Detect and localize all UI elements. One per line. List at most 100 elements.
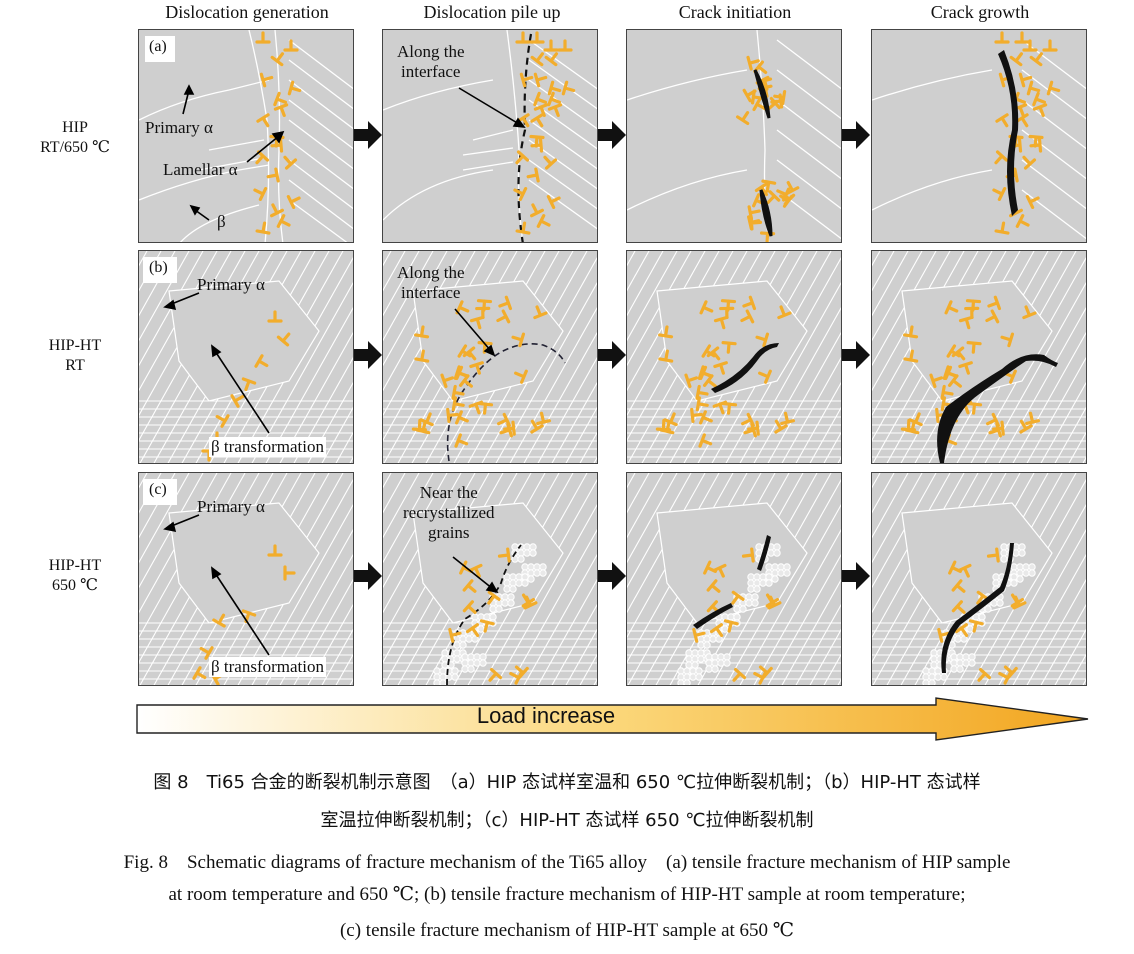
label-primary-alpha-c: Primary α [197,497,265,516]
panel-letter-b: (b) [149,259,168,276]
dislocation-symbol [497,547,511,563]
dislocation-symbol [230,394,245,408]
label-along-interface-a: Along the interface [397,42,465,81]
stage-title-growth: Crack growth [930,2,1030,22]
dislocation-symbol [658,349,674,363]
label-beta-transformation-b: β transformation [209,437,326,457]
dislocation-symbol [267,544,283,557]
dislocation-symbol [469,315,485,330]
dislocation-symbol [479,619,495,633]
dislocation-symbol [515,221,531,235]
stage-title-initiation: Crack initiation [678,2,792,22]
dislocation-symbol [462,600,477,614]
label-beta-transformation-c: β transformation [209,657,326,677]
dislocation-symbol [526,167,540,183]
dislocation-symbol [488,667,503,682]
dislocation-symbol [241,377,257,392]
dislocation-symbol [994,150,1009,165]
dislocation-symbol [476,299,493,312]
dislocation-symbol [529,31,545,44]
dislocation-symbol [1026,80,1041,96]
dislocation-symbol [487,590,501,605]
label-beta: β [217,212,226,231]
dislocation-symbol [968,619,984,633]
dislocation-symbol [965,299,982,312]
dislocation-symbol [721,341,737,354]
dislocation-symbol [253,187,268,201]
dislocation-symbol [713,361,728,375]
dislocation-symbol [706,579,721,593]
dislocation-symbol [900,418,916,432]
dislocation-symbol [212,613,226,628]
dislocation-symbol [503,420,516,436]
dislocation-symbol [414,349,430,363]
dislocation-symbol [469,361,484,375]
dislocation-symbol [509,670,524,685]
dislocation-symbol [259,72,274,88]
dislocation-symbol [514,369,528,384]
dislocation-symbol [988,422,1002,438]
dislocation-symbol [254,354,269,368]
dislocation-symbol [908,412,923,427]
dislocation-symbol [530,419,544,434]
dislocation-symbol [536,214,551,228]
dislocation-symbol [414,325,430,339]
dislocation-symbol [533,91,548,107]
dislocation-symbol [766,96,781,111]
dislocation-symbol [543,39,559,52]
dislocation-symbol [944,365,959,381]
dislocation-symbol [720,299,737,312]
dislocation-symbol [465,623,480,638]
microstructure-a4 [872,31,1086,240]
dislocation-symbol [283,39,299,52]
dislocation-symbol [957,563,972,578]
dislocation-symbol [276,332,291,347]
dislocation-symbol [1022,39,1038,52]
dislocation-symbol [273,103,289,118]
caption-en-line1: Fig. 8 Schematic diagrams of fracture me… [123,852,1011,873]
dislocation-symbol [998,670,1013,685]
dislocation-symbol [765,593,780,608]
dislocation-symbol [446,407,459,423]
panel-c-initiation [626,472,842,686]
microstructure-c1 [139,473,353,685]
dislocation-symbol [543,155,558,170]
dislocation-symbol [283,565,296,581]
dislocation-symbol [987,295,1002,311]
microstructure-c2 [383,473,597,685]
dislocation-symbol [513,187,528,201]
dislocation-symbol [419,412,434,427]
dislocation-symbol [690,407,703,423]
dislocation-symbol [951,579,966,593]
dislocation-symbol [454,433,469,448]
dislocation-symbol [954,623,969,638]
crack-init-c-upper [757,535,771,571]
dislocation-cluster [253,31,302,235]
dislocation-symbol [521,593,536,608]
panel-c-generation: (c) Primary α β transformation [138,472,354,686]
dislocation-symbol [736,111,750,126]
panel-b-growth [871,250,1087,464]
dislocation-symbol [958,315,974,330]
dislocation-symbol [755,332,770,348]
stage-title-pileup: Dislocation pile up [423,2,561,22]
dislocation-symbol [977,667,992,682]
dislocation-symbol [533,72,548,88]
dislocation-symbol [752,97,767,112]
dislocation-symbol [1029,52,1044,67]
dislocation-symbol [499,422,513,438]
panel-letter-a: (a) [149,38,167,55]
label-primary-alpha-b: Primary α [197,275,265,294]
dislocation-symbol [192,666,207,680]
stage-arrow-b2 [598,341,626,369]
dislocation-symbol [777,305,792,320]
dislocation-symbol [903,325,919,339]
dislocation-symbol [1015,113,1029,128]
label-along-interface-b: Along the interface [397,263,465,302]
panel-a-growth [871,29,1087,243]
stage-arrow-b1 [354,341,382,369]
dislocation-symbol [215,414,230,428]
dislocation-symbol [995,113,1009,128]
dislocation-symbol [740,309,755,324]
dislocation-symbol [1032,103,1048,118]
